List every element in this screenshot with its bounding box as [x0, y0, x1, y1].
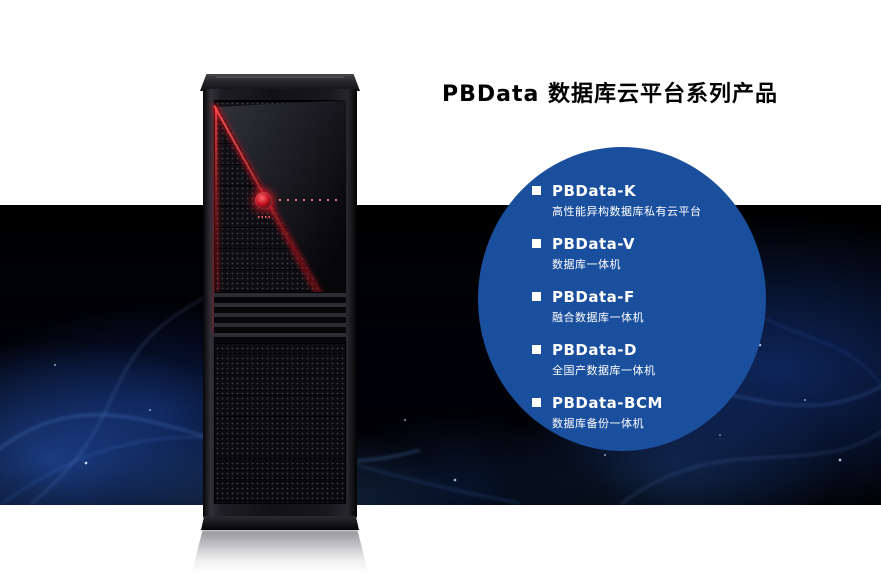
- list-item: PBData-F 融合数据库一体机: [532, 288, 702, 325]
- product-text: PBData-D 全国产数据库一体机: [552, 341, 656, 378]
- list-item: PBData-K 高性能异构数据库私有云平台: [532, 182, 702, 219]
- server-shadow: [192, 530, 368, 572]
- server-led-dots: [258, 216, 270, 218]
- server-rack: [200, 74, 360, 530]
- product-text: PBData-V 数据库一体机: [552, 235, 635, 272]
- list-item: PBData-BCM 数据库备份一体机: [532, 394, 702, 431]
- page-title: PBData 数据库云平台系列产品: [441, 82, 779, 107]
- product-circle: PBData-K 高性能异构数据库私有云平台 PBData-V 数据库一体机 P…: [478, 147, 766, 451]
- bullet-square-icon: [532, 345, 541, 354]
- product-desc: 数据库备份一体机: [552, 417, 644, 430]
- product-desc: 全国产数据库一体机: [552, 364, 656, 377]
- bullet-square-icon: [532, 186, 541, 195]
- product-name: PBData-V: [552, 235, 636, 253]
- product-list: PBData-K 高性能异构数据库私有云平台 PBData-V 数据库一体机 P…: [532, 182, 702, 431]
- product-desc: 数据库一体机: [552, 258, 621, 271]
- bullet-square-icon: [532, 239, 541, 248]
- product-name: PBData-BCM: [552, 394, 663, 412]
- server-vent-slats: [214, 292, 346, 344]
- list-item: PBData-D 全国产数据库一体机: [532, 341, 702, 378]
- server-top-cap: [200, 74, 360, 91]
- product-name: PBData-D: [552, 341, 637, 359]
- product-name: PBData-K: [552, 182, 637, 200]
- product-text: PBData-BCM 数据库备份一体机: [552, 394, 663, 431]
- product-text: PBData-F 融合数据库一体机: [552, 288, 644, 325]
- server-logo-emblem: [255, 192, 272, 209]
- bullet-square-icon: [532, 292, 541, 301]
- server-base: [201, 516, 359, 530]
- product-desc: 高性能异构数据库私有云平台: [552, 205, 702, 218]
- red-glow-edge: [215, 108, 217, 333]
- product-text: PBData-K 高性能异构数据库私有云平台: [552, 182, 702, 219]
- list-item: PBData-V 数据库一体机: [532, 235, 702, 272]
- star-dots: [53, 324, 842, 482]
- product-desc: 融合数据库一体机: [552, 311, 644, 324]
- bullet-square-icon: [532, 398, 541, 407]
- product-name: PBData-F: [552, 288, 635, 306]
- server-led-row: [279, 199, 343, 201]
